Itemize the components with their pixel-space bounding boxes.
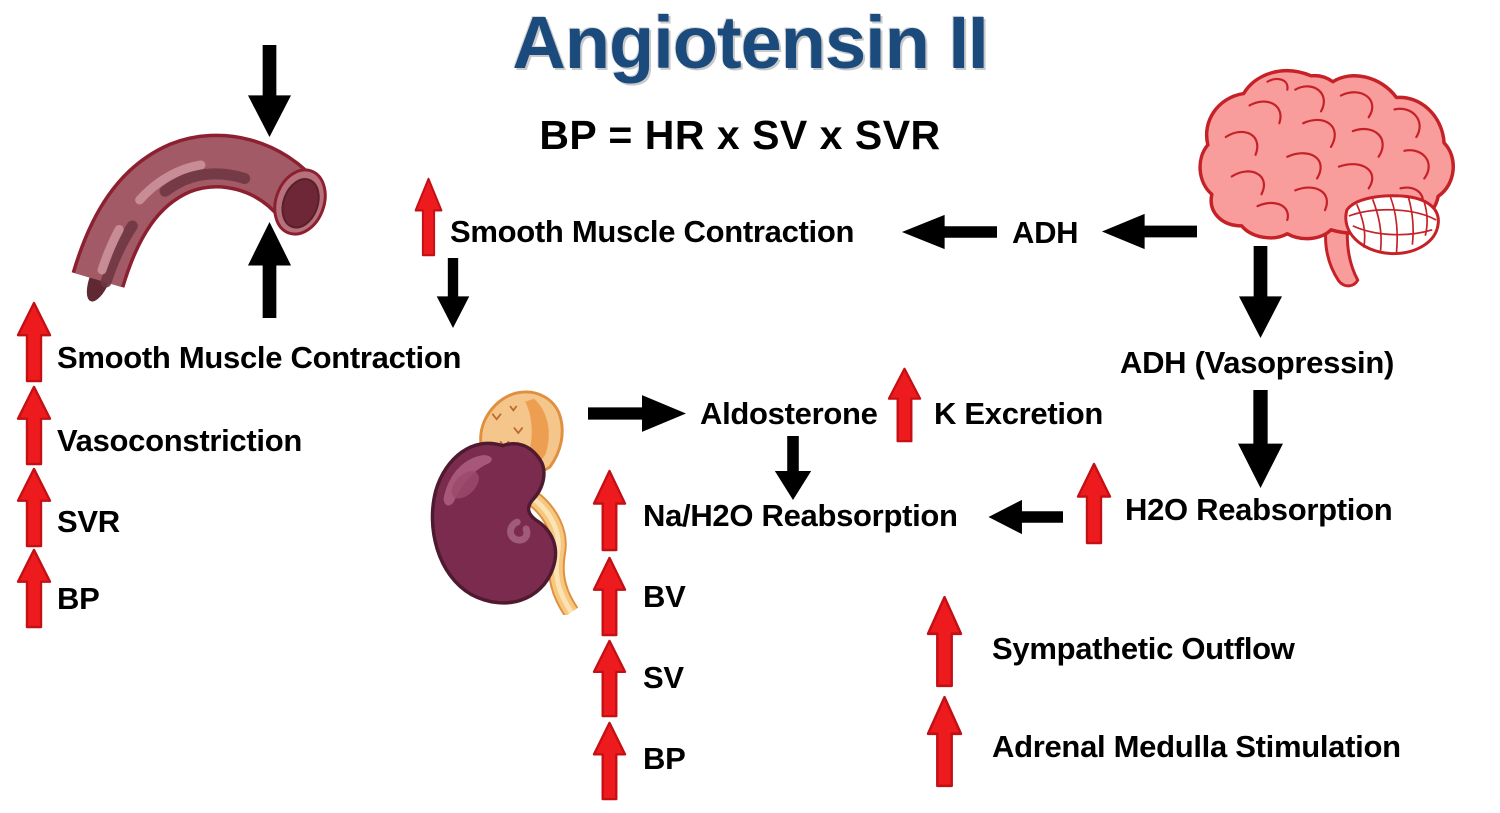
label-adh: ADH	[1012, 215, 1079, 250]
increase-arrow-icon	[16, 548, 52, 629]
increase-arrow-icon	[414, 177, 443, 257]
left-arrow-icon	[987, 496, 1063, 538]
label-na-h2o-reabsorption: Na/H2O Reabsorption	[643, 498, 958, 533]
label-bp-center: BP	[643, 741, 686, 776]
increase-arrow-icon	[592, 639, 627, 718]
label-aldosterone: Aldosterone	[700, 396, 878, 431]
right-arrow-icon	[588, 391, 688, 436]
label-smooth-muscle-contraction-center: Smooth Muscle Contraction	[450, 214, 855, 249]
increase-arrow-icon	[1076, 462, 1112, 545]
increase-arrow-icon	[592, 721, 627, 801]
label-vasoconstriction: Vasoconstriction	[57, 423, 302, 458]
label-svr: SVR	[57, 504, 120, 539]
increase-arrow-icon	[592, 556, 627, 637]
brain-icon	[1192, 62, 1460, 294]
increase-arrow-icon	[16, 385, 52, 466]
label-h2o-reabsorption: H2O Reabsorption	[1125, 492, 1393, 527]
down-arrow-icon	[247, 45, 292, 137]
label-bp: BP	[57, 581, 100, 616]
increase-arrow-icon	[926, 595, 963, 688]
page-title: Angiotensin II	[512, 1, 988, 84]
down-arrow-icon	[774, 436, 812, 500]
down-arrow-icon	[1237, 390, 1284, 488]
label-adh-vasopressin: ADH (Vasopressin)	[1120, 345, 1394, 380]
increase-arrow-icon	[16, 301, 52, 383]
increase-arrow-icon	[887, 367, 922, 443]
label-adrenal-medulla-stimulation: Adrenal Medulla Stimulation	[992, 729, 1401, 764]
left-arrow-icon	[1100, 210, 1197, 253]
down-arrow-icon	[436, 258, 470, 328]
bp-formula: BP = HR x SV x SVR	[539, 112, 941, 158]
label-sympathetic-outflow: Sympathetic Outflow	[992, 631, 1295, 666]
label-smooth-muscle-contraction: Smooth Muscle Contraction	[57, 340, 462, 375]
down-arrow-icon	[1238, 246, 1283, 338]
increase-arrow-icon	[16, 467, 52, 548]
left-arrow-icon	[900, 211, 997, 253]
label-bv: BV	[643, 579, 686, 614]
up-arrow-icon	[247, 222, 292, 318]
label-k-excretion: K Excretion	[934, 396, 1103, 431]
increase-arrow-icon	[592, 469, 627, 552]
kidney-adrenal-icon	[424, 385, 586, 615]
label-sv: SV	[643, 660, 684, 695]
increase-arrow-icon	[926, 695, 963, 788]
